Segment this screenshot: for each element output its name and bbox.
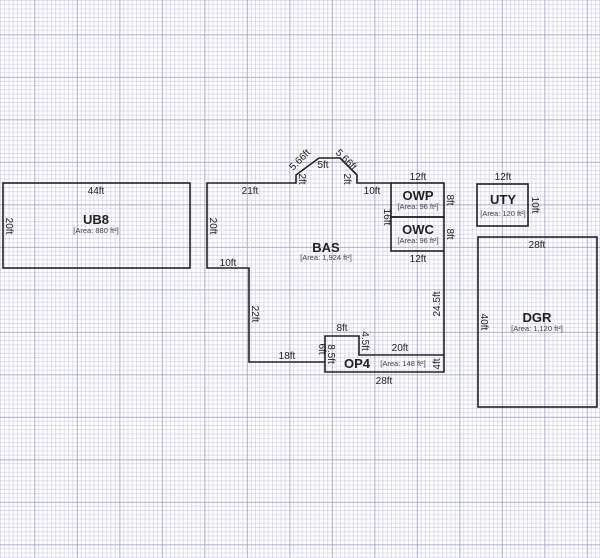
dim-label: 24.5ft bbox=[432, 291, 443, 316]
area-size: [Area: 120 ft²] bbox=[480, 209, 525, 218]
uty-outline bbox=[476, 183, 529, 227]
dim-label: 5.66ft bbox=[333, 147, 359, 173]
dim-label: 12ft bbox=[410, 254, 427, 265]
area-ub8[interactable]: 44ft 20ft UB8 [Area: 880 ft²] bbox=[2, 182, 191, 269]
dim-label: 20ft bbox=[207, 218, 218, 235]
dim-label: 8.5ft bbox=[325, 344, 336, 364]
dim-label: 28ft bbox=[529, 240, 546, 251]
dim-label: 4ft bbox=[432, 358, 443, 369]
ub8-outline bbox=[2, 182, 191, 269]
dgr-outline bbox=[477, 236, 598, 408]
area-owp[interactable]: 12ft 8ft OWP [Area: 96 ft²] bbox=[390, 172, 455, 218]
dim-label: 20ft bbox=[392, 343, 409, 354]
area-size: [Area: 880 ft²] bbox=[73, 226, 118, 235]
dim-label: 44ft bbox=[88, 186, 105, 197]
area-name: OWP bbox=[402, 188, 433, 203]
dim-label: 2ft bbox=[341, 173, 352, 184]
area-name: DGR bbox=[523, 310, 553, 325]
dim-label: 6ft bbox=[316, 343, 327, 354]
dim-label: 22ft bbox=[249, 306, 260, 323]
area-bas[interactable]: 21ft 2ft 5.66ft 5ft 5.66ft 2ft 10ft 20ft… bbox=[206, 147, 445, 363]
dim-label: 2ft bbox=[296, 173, 307, 184]
area-op4[interactable]: 6ft 8.5ft 8ft 4.5ft 20ft 4ft 28ft OP4 [A… bbox=[316, 323, 445, 387]
area-name: OWC bbox=[402, 222, 434, 237]
dim-label: 20ft bbox=[3, 218, 14, 235]
dim-label: 10ft bbox=[529, 197, 540, 214]
dim-label: 28ft bbox=[376, 376, 393, 387]
dim-label: 5.66ft bbox=[287, 147, 313, 173]
dim-label: 8ft bbox=[444, 194, 455, 205]
bas-outline bbox=[206, 157, 391, 363]
dim-label: 8ft bbox=[444, 228, 455, 239]
dim-label: 12ft bbox=[495, 172, 512, 183]
dim-label: 18ft bbox=[279, 351, 296, 362]
area-size: [Area: 1,120 ft²] bbox=[511, 324, 563, 333]
area-size: [Area: 96 ft²] bbox=[397, 236, 438, 245]
owc-outline bbox=[390, 216, 445, 252]
area-dgr[interactable]: 28ft 40ft DGR [Area: 1,120 ft²] bbox=[477, 236, 598, 408]
dim-label: 5ft bbox=[317, 160, 328, 171]
area-name: UTY bbox=[490, 192, 516, 207]
dim-label: 16ft bbox=[381, 209, 392, 226]
area-size: [Area: 96 ft²] bbox=[397, 202, 438, 211]
dim-label: 40ft bbox=[478, 314, 489, 331]
area-size: [Area: 148 ft²] bbox=[380, 359, 425, 368]
dim-label: 8ft bbox=[336, 323, 347, 334]
area-name: OP4 bbox=[344, 356, 371, 371]
area-uty[interactable]: 12ft 10ft UTY [Area: 120 ft²] bbox=[476, 172, 540, 227]
dim-label: 4.5ft bbox=[359, 331, 370, 351]
dim-label: 12ft bbox=[410, 172, 427, 183]
dim-label: 10ft bbox=[220, 258, 237, 269]
dim-label: 10ft bbox=[364, 186, 381, 197]
area-size: [Area: 1,924 ft²] bbox=[300, 253, 352, 262]
area-owc[interactable]: 8ft 12ft OWC [Area: 96 ft²] bbox=[390, 216, 455, 265]
area-name: BAS bbox=[312, 240, 340, 255]
dim-label: 21ft bbox=[242, 186, 259, 197]
op4-outline bbox=[324, 335, 445, 373]
area-name: UB8 bbox=[83, 212, 109, 227]
